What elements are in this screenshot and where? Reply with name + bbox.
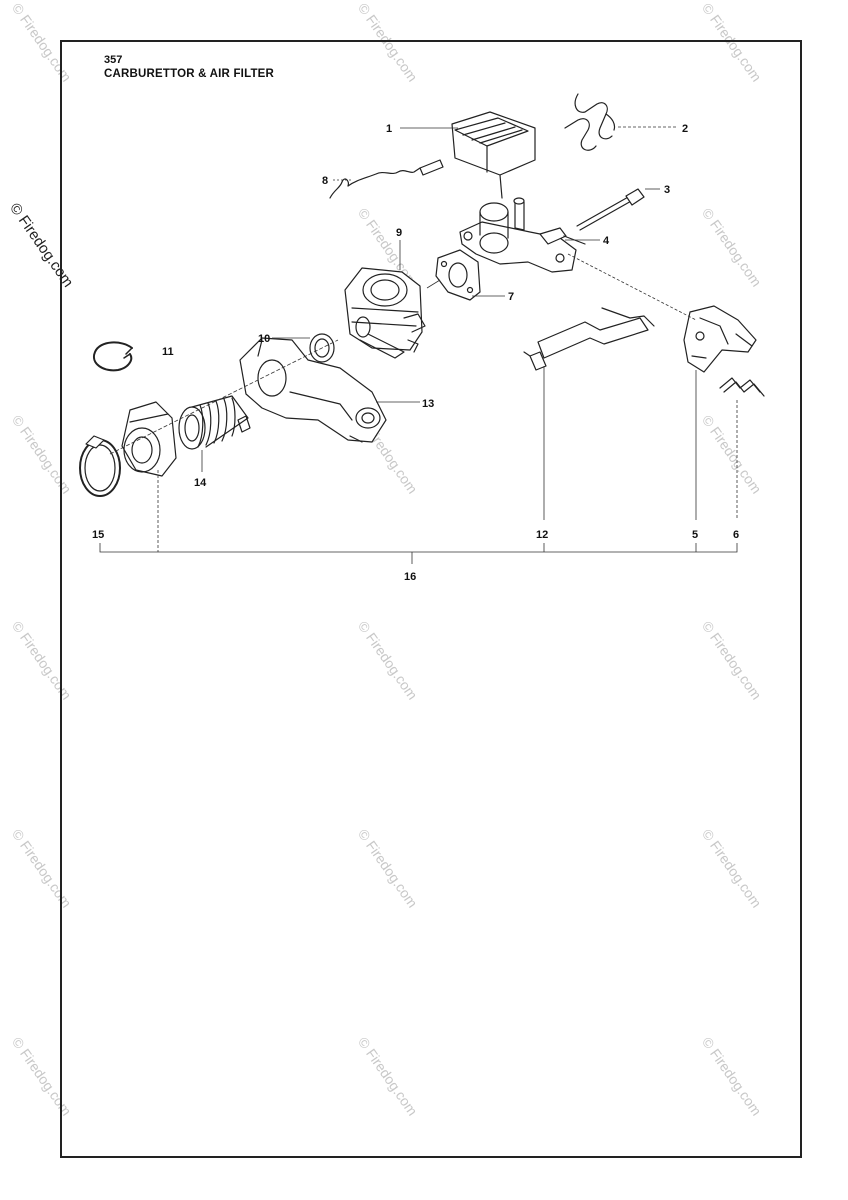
spring-clip-part bbox=[719, 377, 765, 397]
callout-13: 13 bbox=[422, 398, 434, 410]
callout-11: 11 bbox=[162, 346, 174, 358]
callout-4: 4 bbox=[603, 235, 610, 247]
spring-part bbox=[329, 159, 444, 199]
callout-10: 10 bbox=[258, 333, 270, 345]
callout-7: 7 bbox=[508, 291, 514, 303]
callout-8: 8 bbox=[322, 175, 328, 187]
callout-6: 6 bbox=[733, 529, 739, 541]
callout-2: 2 bbox=[682, 123, 688, 135]
callout-5: 5 bbox=[692, 529, 698, 541]
callout-3: 3 bbox=[664, 184, 670, 196]
carburettor-part bbox=[344, 267, 426, 359]
air-filter-part bbox=[451, 111, 536, 199]
callout-14: 14 bbox=[194, 477, 207, 489]
page-frame bbox=[60, 40, 802, 1158]
choke-lever-part bbox=[683, 305, 757, 373]
callout-16: 16 bbox=[404, 571, 416, 583]
page-title: CARBURETTOR & AIR FILTER bbox=[104, 68, 275, 80]
intake-bellows-part bbox=[121, 401, 177, 477]
circlip-part bbox=[92, 341, 133, 372]
bolt-part bbox=[576, 188, 645, 231]
intake-manifold-part bbox=[239, 337, 387, 443]
callout-9: 9 bbox=[396, 227, 402, 239]
hose-clamp-part bbox=[79, 435, 121, 497]
callout-1: 1 bbox=[386, 123, 392, 135]
callout-12: 12 bbox=[536, 529, 548, 541]
gasket-part bbox=[435, 249, 481, 301]
flexible-tube-part bbox=[178, 395, 251, 450]
throttle-rod-part bbox=[523, 307, 655, 371]
wire-clip-part bbox=[564, 93, 616, 151]
model-number: 357 bbox=[104, 54, 123, 66]
callout-15: 15 bbox=[92, 529, 104, 541]
intake-adapter-part bbox=[459, 197, 586, 273]
